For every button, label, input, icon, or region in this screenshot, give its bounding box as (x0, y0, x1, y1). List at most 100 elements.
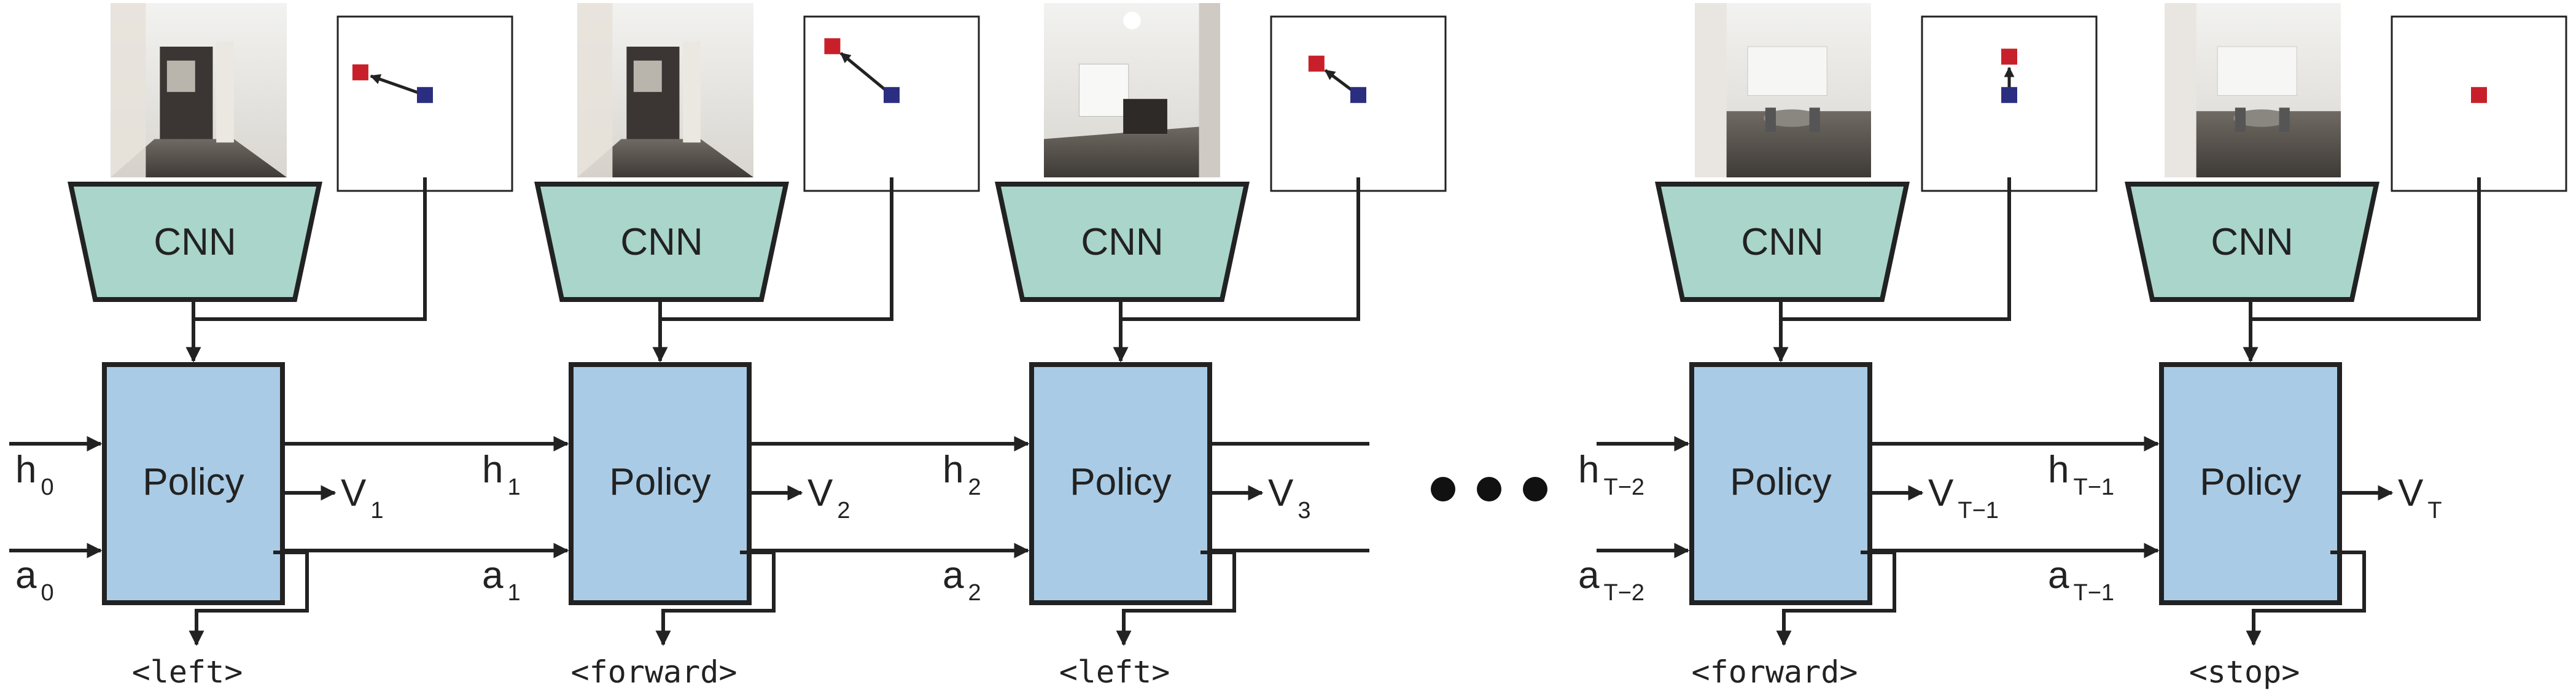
policy-block (2159, 362, 2342, 605)
policy-label: Policy (2200, 461, 2301, 503)
goal-map-frame (2391, 15, 2567, 192)
goal-map-frame (1921, 15, 2098, 192)
policy-label: Policy (1070, 461, 1171, 503)
map-to-policy-line (193, 177, 427, 321)
camera-photo (1695, 3, 1871, 177)
hidden-state-label-main: h (2048, 449, 2069, 491)
action-output-arrow (189, 551, 309, 646)
policy-block (102, 362, 285, 605)
hidden-state-label-main: h (943, 449, 963, 491)
photo-floor (1044, 125, 1220, 177)
hidden-state-label-main: h (15, 449, 36, 491)
action-input-label-main: a (1578, 554, 1600, 597)
hidden-state-label-subscript: 2 (968, 474, 981, 500)
goal-marker (352, 64, 368, 80)
agent-marker (417, 87, 433, 103)
hidden-state-label-main: h (482, 449, 503, 491)
hidden-state-label-subscript: 0 (41, 474, 53, 500)
heading-arrow (839, 52, 893, 96)
camera-photo (2165, 3, 2341, 177)
policy-block (569, 362, 752, 605)
ellipsis-dot (1523, 477, 1547, 501)
hidden-state-label-subscript: T−2 (1603, 474, 1644, 500)
action-output-arrow (2246, 551, 2366, 646)
agent-marker (884, 87, 900, 103)
goal-marker (1308, 55, 1325, 72)
action-input-label-main: a (482, 554, 504, 597)
goal-map (1270, 15, 1447, 192)
photo-door (683, 41, 701, 143)
value-label-main: V (1268, 472, 1294, 514)
photo-wall-left (111, 3, 146, 177)
action-input-label-subscript: 2 (968, 580, 981, 606)
photo-chair (2279, 107, 2290, 133)
photo-desk (1123, 99, 1167, 134)
goal-marker (2001, 48, 2017, 65)
photo-picture (633, 60, 662, 92)
action-label: <left> (1059, 654, 1170, 690)
goal-map (2391, 15, 2567, 192)
cnn-label: CNN (2211, 221, 2293, 263)
action-input-label-main: a (15, 554, 37, 597)
action-label: <stop> (2189, 654, 2300, 690)
goal-map (1921, 15, 2098, 192)
ellipsis-dot (1477, 477, 1501, 501)
goal-map-frame (337, 15, 513, 192)
connections-layer (9, 436, 2160, 559)
policy-block (1689, 362, 1872, 605)
map-to-policy-line (1121, 177, 1360, 321)
camera-photo (577, 3, 753, 177)
photo-chair (1809, 107, 1820, 133)
policy-label: Policy (142, 461, 244, 503)
value-label-main: V (807, 472, 833, 514)
cnn-block (68, 182, 322, 302)
hidden-state-label-subscript: 1 (507, 474, 520, 500)
photo-floor (2165, 111, 2341, 177)
policy-block (1029, 362, 1212, 605)
ellipsis (1431, 477, 1547, 501)
map-to-policy-line (2251, 177, 2481, 321)
map-to-policy-line (660, 177, 893, 321)
photo-chair (2235, 107, 2246, 133)
agent-marker (2001, 87, 2017, 103)
photo-picture (166, 60, 195, 92)
value-label-main: V (341, 472, 367, 514)
hidden-state-label-subscript: T−1 (2073, 474, 2114, 500)
action-input-label-subscript: 0 (41, 580, 53, 606)
map-to-policy-line (1781, 177, 2011, 321)
cnn-label: CNN (1741, 221, 1823, 263)
cnn-label: CNN (154, 221, 236, 263)
photo-chair (1765, 107, 1776, 133)
camera-photo (111, 3, 287, 177)
value-label-subscript: T−1 (1958, 498, 1999, 524)
agent-marker (1350, 87, 1366, 103)
photo-door (216, 41, 234, 143)
action-input-label-main: a (943, 554, 964, 597)
